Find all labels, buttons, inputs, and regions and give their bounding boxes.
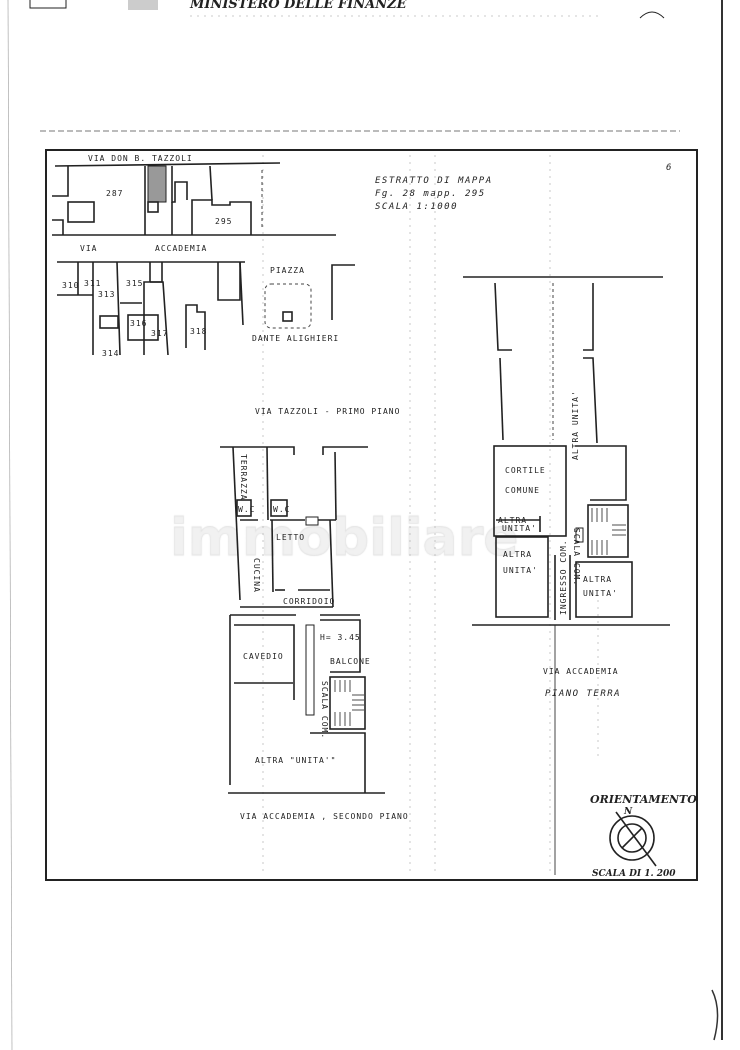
street-label-tazzoli: VIA DON B. TAZZOLI [88, 154, 193, 163]
parcel-313: 313 [98, 290, 115, 299]
orientation-label: ORIENTAMENTO [590, 793, 697, 806]
parcel-317: 317 [151, 329, 168, 338]
drawing-frame [45, 149, 698, 881]
ground-floor-title: PIANO TERRA [545, 689, 621, 699]
parcel-287: 287 [106, 189, 123, 198]
room-wc-2: W.C [273, 505, 290, 514]
scan-edge [711, 989, 719, 1041]
room-terrazza: TERRAZZA [239, 454, 248, 501]
north-label: N [623, 807, 633, 817]
drawing-scale: SCALA DI 1. 200 [592, 869, 676, 879]
ground-floor-plan: CORTILE COMUNE ALTRA UNITA' ALTRA UNITA'… [463, 276, 670, 699]
map-extract-info: ESTRATTO DI MAPPA Fg. 28 mapp. 295 SCALA… [375, 176, 493, 212]
room-letto: LETTO [276, 533, 305, 542]
room-altra-unita: ALTRA "UNITA'" [255, 756, 336, 765]
parcel-316: 316 [130, 319, 147, 328]
sheet-number: 6 [666, 163, 673, 173]
room-altra-left-2: UNITA' [503, 566, 538, 575]
extract-scale: SCALA 1:1000 [375, 202, 458, 212]
room-cavedio: CAVEDIO [243, 652, 284, 661]
room-comune: COMUNE [505, 486, 540, 495]
ministry-title: MINISTERO DELLE FINANZE [189, 0, 408, 12]
header: MINISTERO DELLE FINANZE [7, 0, 723, 1050]
compass-icon [609, 811, 657, 867]
scan-artifacts [262, 155, 599, 875]
room-height: H= 3.45 [320, 633, 361, 642]
upper-floor-street: VIA ACCADEMIA , SECONDO PIANO [240, 812, 409, 821]
parcel-314: 314 [102, 349, 119, 358]
parcel-311: 311 [84, 279, 101, 288]
extract-title: ESTRATTO DI MAPPA [375, 176, 493, 186]
site-map: VIA DON B. TAZZOLI 287 295 VIA ACCADEMIA… [52, 154, 355, 358]
parcel-315: 315 [126, 279, 143, 288]
orientation-block: ORIENTAMENTO N SCALA DI 1. 200 [590, 793, 697, 879]
room-cortile: CORTILE [505, 466, 546, 475]
room-corridoio: CORRIDOIO [283, 597, 335, 606]
parcel-310: 310 [62, 281, 79, 290]
street-label-accademia: ACCADEMIA [155, 244, 207, 253]
room-altra-small-2: UNITA' [502, 524, 537, 533]
room-altra-top: ALTRA UNITA' [571, 390, 580, 460]
room-cucina: CUCINA [252, 558, 261, 593]
square-label-dante: DANTE ALIGHIERI [252, 334, 339, 343]
room-scala-comune-ground: SCALA COM. [572, 528, 581, 586]
room-altra-right-2: UNITA' [583, 589, 618, 598]
square-label-piazza: PIAZZA [270, 266, 305, 275]
room-altra-small-1: ALTRA [498, 516, 527, 525]
street-label-via: VIA [80, 244, 97, 253]
upper-floor-title: VIA TAZZOLI - PRIMO PIANO [255, 407, 400, 416]
extract-sheet-parcel: Fg. 28 mapp. 295 [375, 189, 486, 199]
parcel-318: 318 [190, 327, 207, 336]
upper-floor-plan: VIA TAZZOLI - PRIMO PIANO TERRAZZA W.C W… [220, 407, 409, 821]
room-ingresso: INGRESSO COM. [559, 539, 568, 615]
room-altra-left-1: ALTRA [503, 550, 532, 559]
room-scala-comune: SCALA COM. [320, 681, 329, 739]
emblem [128, 0, 158, 10]
room-balcone: BALCONE [330, 657, 371, 666]
ground-floor-street: VIA ACCADEMIA [543, 667, 619, 676]
parcel-295: 295 [215, 217, 232, 226]
room-wc-1: W.C [238, 505, 255, 514]
room-altra-right-1: ALTRA [583, 575, 612, 584]
stamp-box [29, 0, 67, 9]
